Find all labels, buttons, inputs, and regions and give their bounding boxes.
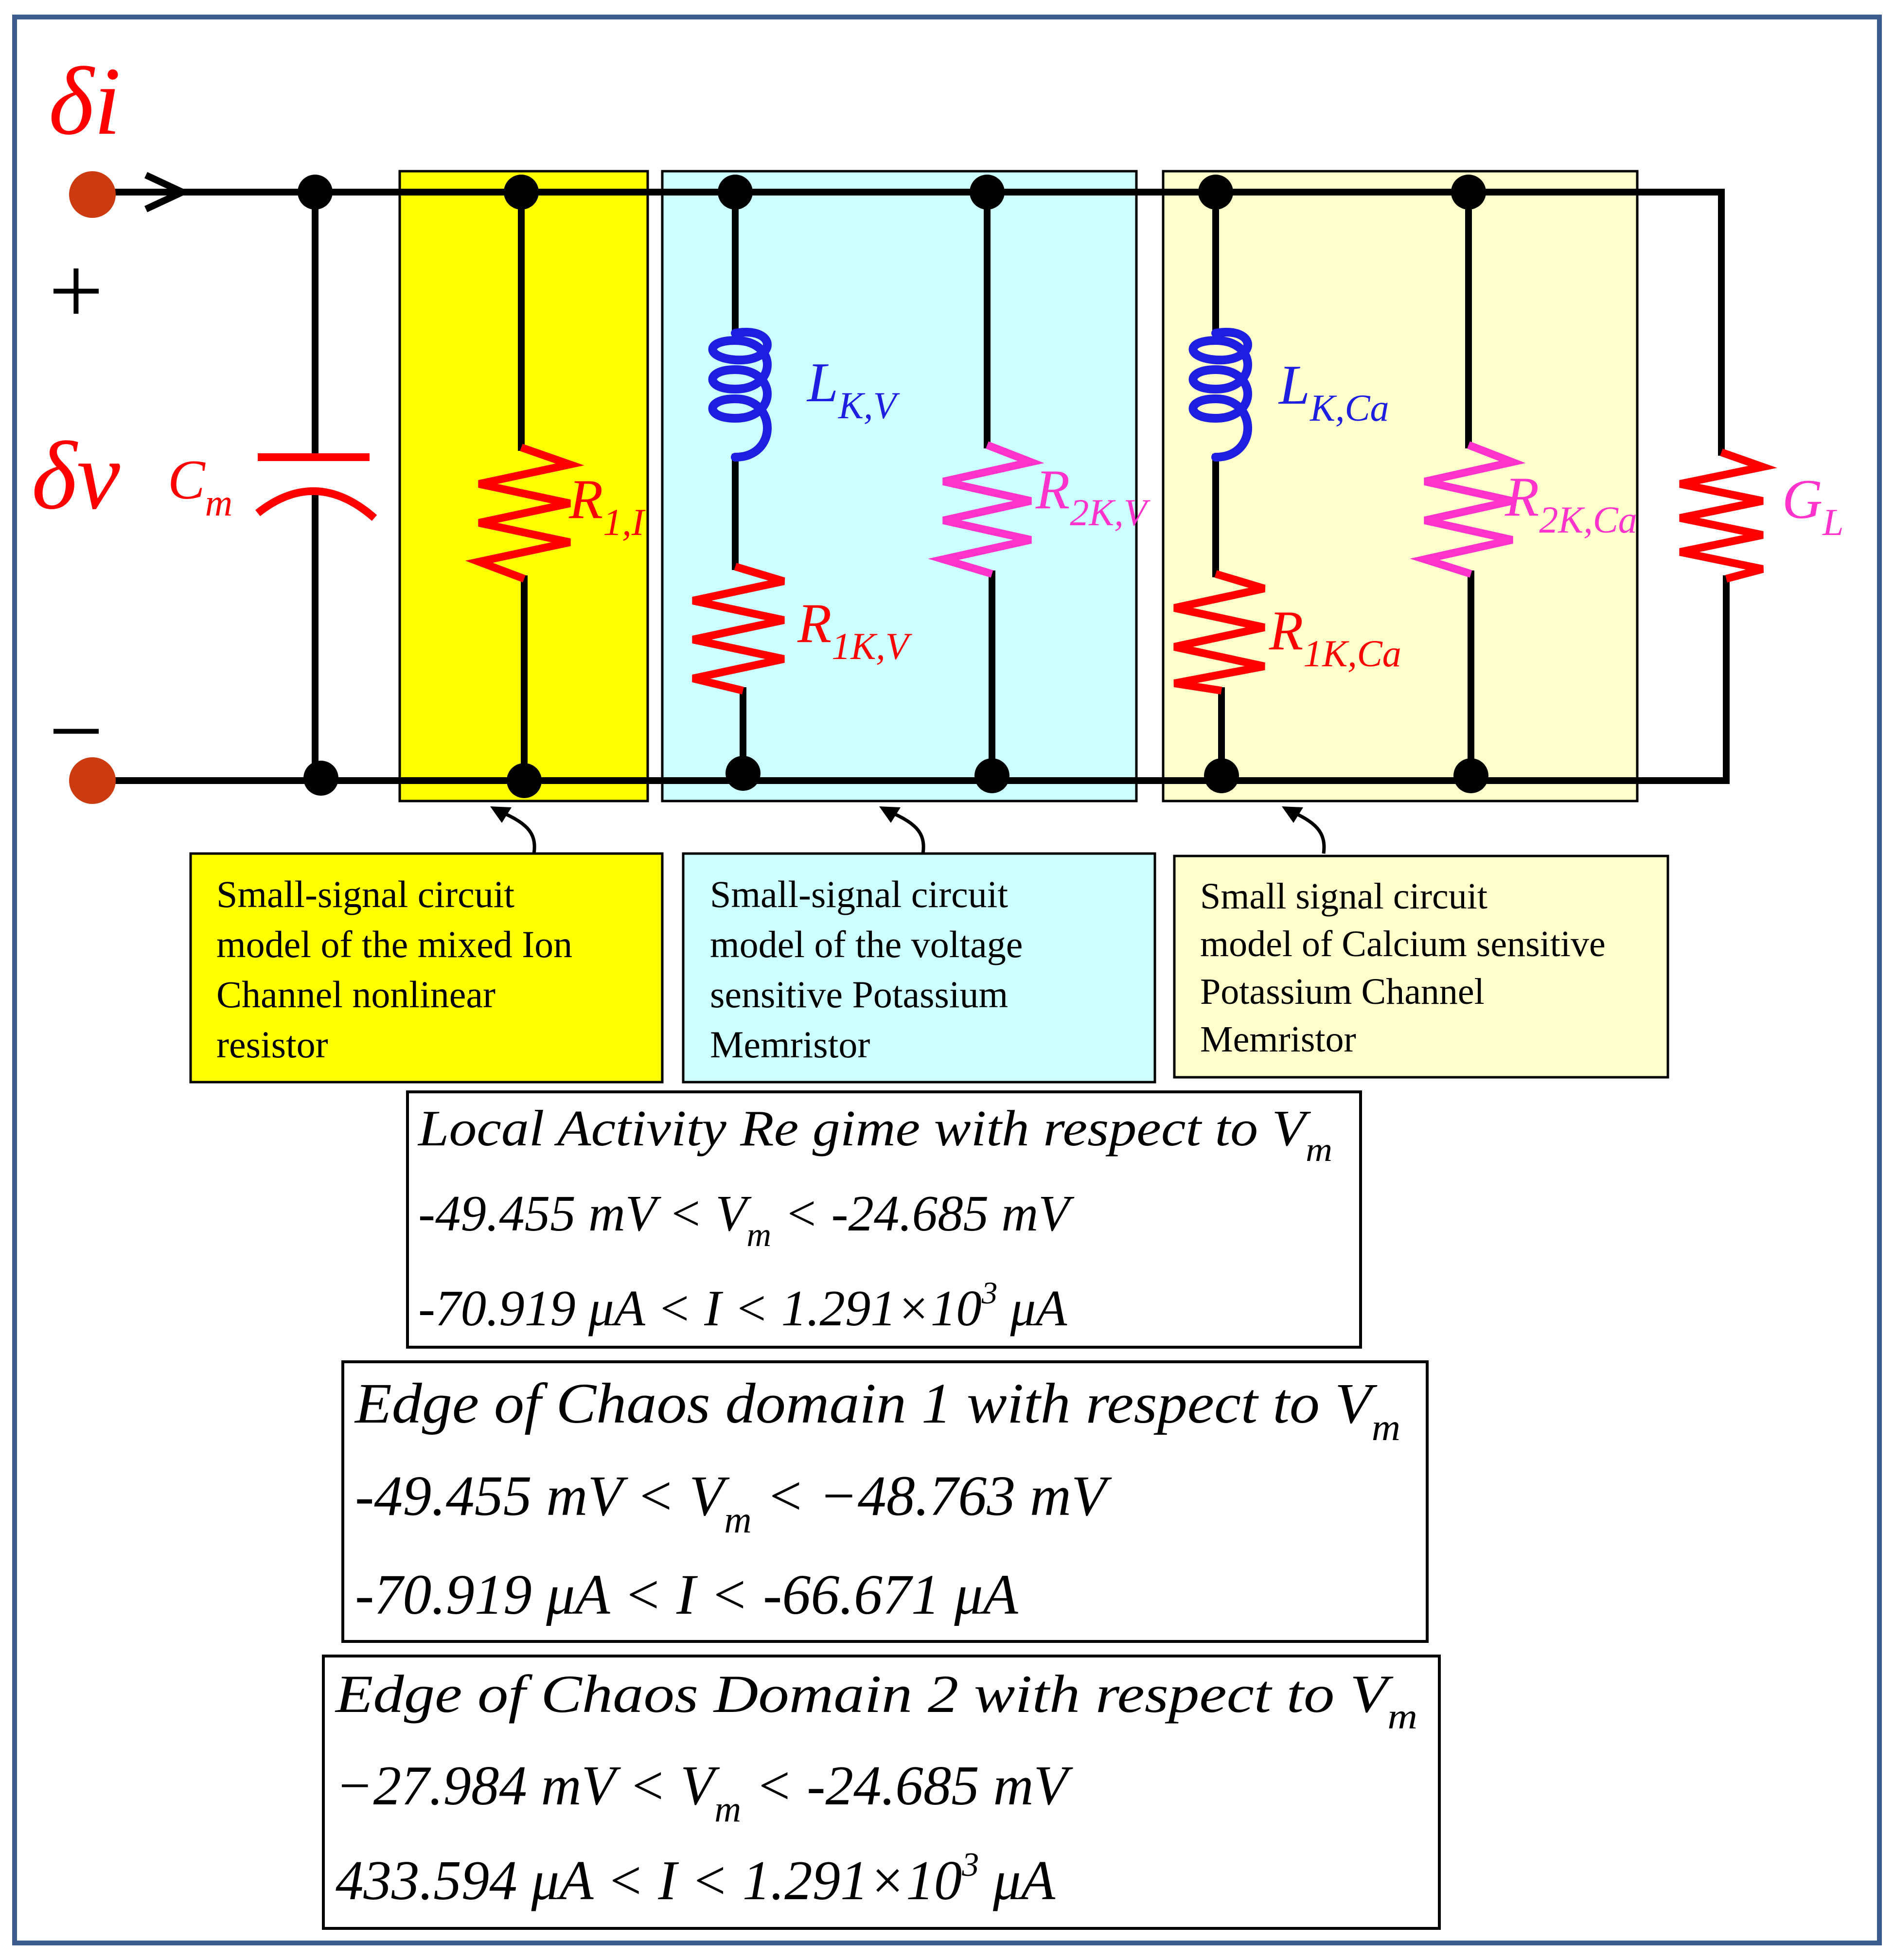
caption-box-voltage [682, 852, 1156, 1084]
minus-sign: − [49, 677, 104, 785]
caption-box-calcium [1173, 855, 1669, 1079]
label-r1kv: R1K,V [797, 592, 913, 667]
label-r2kca: R2K,Ca [1505, 466, 1637, 541]
inductor-lkca-symbol [1188, 328, 1252, 462]
pointer-arrowhead-calcium [1282, 806, 1303, 823]
edge-of-chaos-2-title: Edge of Chaos Domain 2 with respect to V… [335, 1664, 1417, 1737]
resistor-gl-symbol [1679, 448, 1777, 583]
resistor-r1kca-symbol [1173, 570, 1266, 695]
local-activity-box [406, 1090, 1362, 1349]
calcium-k-group-box [1162, 170, 1639, 802]
local-activity-current-range: -70.919 μA < I < 1.291×103 μA [418, 1276, 1067, 1336]
pointer-arrowhead-mixed [490, 806, 512, 823]
label-cm: Cm [168, 449, 232, 524]
edge-of-chaos-2-current-range: 433.594 μA < I < 1.291×103 μA [336, 1846, 1056, 1911]
positive-terminal[interactable] [69, 171, 116, 218]
pointer-arrowhead-voltage [879, 806, 901, 823]
current-arrow [144, 172, 191, 213]
resistor-r2kv-symbol [928, 441, 1044, 578]
junction-dots [298, 175, 1488, 798]
caption-box-mixed [189, 852, 664, 1084]
edge-of-chaos-1-title: Edge of Chaos domain 1 with respect to V… [354, 1372, 1400, 1448]
edge-of-chaos-1-current-range: -70.919 μA < I < -66.671 μA [355, 1563, 1019, 1626]
edge-of-chaos-2-voltage-range: −27.984 mV < Vm < -24.685 mV [336, 1755, 1074, 1830]
inductor-lkv-symbol [708, 328, 772, 462]
resistor-r1i-symbol [465, 444, 584, 583]
edge-of-chaos-2-box [322, 1655, 1441, 1930]
label-r1kca: R1K,Ca [1269, 600, 1401, 675]
edge-of-chaos-1-voltage-range: -49.455 mV < Vm < −48.763 mV [355, 1464, 1112, 1541]
current-label: δi [49, 48, 121, 155]
plus-sign: + [49, 237, 104, 345]
local-activity-title: Local Activity Re gime with respect to V… [417, 1100, 1332, 1169]
local-activity-voltage-range: -49.455 mV < Vm < -24.685 mV [418, 1185, 1075, 1254]
voltage-label: δv [32, 422, 120, 530]
label-r2kv: R2K,V [1035, 459, 1151, 534]
label-lkv: LK,V [806, 352, 900, 427]
negative-terminal[interactable] [69, 757, 116, 804]
wires [89, 189, 1730, 784]
caption-calcium: Small signal circuit model of Calcium se… [1200, 876, 1615, 1060]
label-gl: GL [1782, 468, 1843, 543]
edge-of-chaos-1-box [341, 1360, 1429, 1643]
caption-mixed: Small-signal circuit model of the mixed … [216, 873, 582, 1066]
resistor-r1kv-symbol [692, 563, 785, 695]
label-lkca: LK,Ca [1278, 354, 1389, 429]
capacitor-symbol [255, 453, 377, 521]
label-r1i: R1,I [568, 468, 646, 543]
caption-voltage: Small-signal circuit model of the voltag… [710, 873, 1032, 1066]
resistor-r2kca-symbol [1410, 441, 1526, 578]
